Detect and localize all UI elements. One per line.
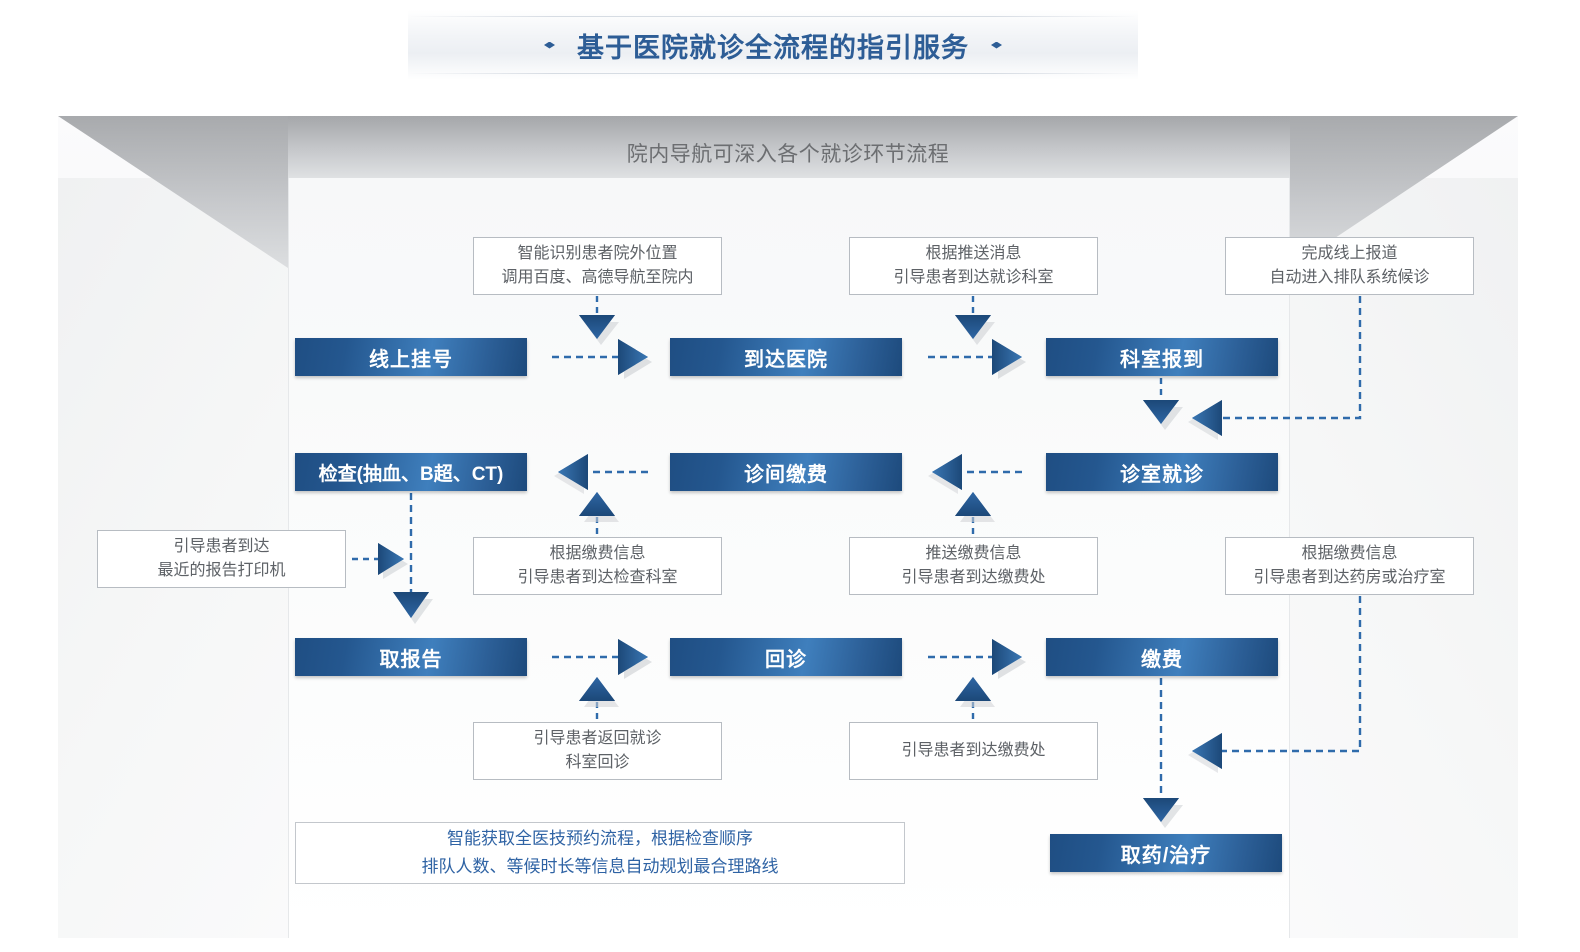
process-box-arrive-hospital[interactable]: 到达医院 (670, 338, 902, 376)
process-box-dept-checkin[interactable]: 科室报到 (1046, 338, 1278, 376)
process-box-return-visit[interactable]: 回诊 (670, 638, 902, 676)
note-line: 最近的报告打印机 (157, 562, 286, 579)
note-to-pharmacy: 根据缴费信息 引导患者到达药房或治疗室 (1225, 537, 1474, 595)
title-banner: 基于医院就诊全流程的指引服务 (408, 10, 1138, 80)
process-box-pharmacy-treatment[interactable]: 取药/治疗 (1050, 834, 1282, 872)
note-line: 引导患者到达就诊科室 (893, 269, 1054, 286)
note-outside-location: 智能识别患者院外位置 调用百度、高德导航至院内 (473, 237, 722, 295)
diamond-right-icon (991, 41, 1002, 49)
process-box-in-clinic-payment[interactable]: 诊间缴费 (670, 453, 902, 491)
note-smart-route: 智能获取全医技预约流程，根据检查顺序 排队人数、等候时长等信息自动规划最合理路线 (295, 822, 905, 884)
process-box-consultation[interactable]: 诊室就诊 (1046, 453, 1278, 491)
note-line: 根据缴费信息 (549, 545, 646, 562)
note-to-cashier: 引导患者到达缴费处 (849, 722, 1098, 780)
note-return-dept: 引导患者返回就诊 科室回诊 (473, 722, 722, 780)
note-push-message: 根据推送消息 引导患者到达就诊科室 (849, 237, 1098, 295)
note-line: 引导患者到达缴费处 (901, 742, 1046, 759)
process-box-fetch-report[interactable]: 取报告 (295, 638, 527, 676)
stage-wedge-top-mid (288, 116, 1290, 178)
process-box-examination[interactable]: 检查(抽血、B超、CT) (295, 453, 527, 491)
note-online-checkin: 完成线上报道 自动进入排队系统候诊 (1225, 237, 1474, 295)
diamond-left-icon (544, 41, 555, 49)
note-line: 调用百度、高德导航至院内 (501, 269, 694, 286)
note-line: 推送缴费信息 (925, 545, 1022, 562)
note-line: 完成线上报道 (1301, 245, 1398, 262)
process-box-online-registration[interactable]: 线上挂号 (295, 338, 527, 376)
note-line: 引导患者到达 (173, 538, 270, 555)
stage-subtitle: 院内导航可深入各个就诊环节流程 (626, 143, 950, 166)
note-push-payment: 推送缴费信息 引导患者到达缴费处 (849, 537, 1098, 595)
page-title: 基于医院就诊全流程的指引服务 (577, 32, 969, 63)
note-line: 智能获取全医技预约流程，根据检查顺序 (447, 829, 753, 848)
note-line: 引导患者返回就诊 (533, 730, 662, 747)
process-box-payment[interactable]: 缴费 (1046, 638, 1278, 676)
note-line: 科室回诊 (565, 754, 630, 771)
note-nearest-printer: 引导患者到达 最近的报告打印机 (97, 530, 346, 588)
note-line: 智能识别患者院外位置 (517, 245, 678, 262)
note-line: 自动进入排队系统候诊 (1269, 269, 1430, 286)
note-line: 根据缴费信息 (1301, 545, 1398, 562)
note-line: 引导患者到达缴费处 (901, 569, 1046, 586)
note-line: 排队人数、等候时长等信息自动规划最合理路线 (421, 857, 779, 876)
note-line: 引导患者到达药房或治疗室 (1253, 569, 1446, 586)
note-line: 引导患者到达检查科室 (517, 569, 678, 586)
note-line: 根据推送消息 (925, 245, 1022, 262)
note-to-exam-dept: 根据缴费信息 引导患者到达检查科室 (473, 537, 722, 595)
